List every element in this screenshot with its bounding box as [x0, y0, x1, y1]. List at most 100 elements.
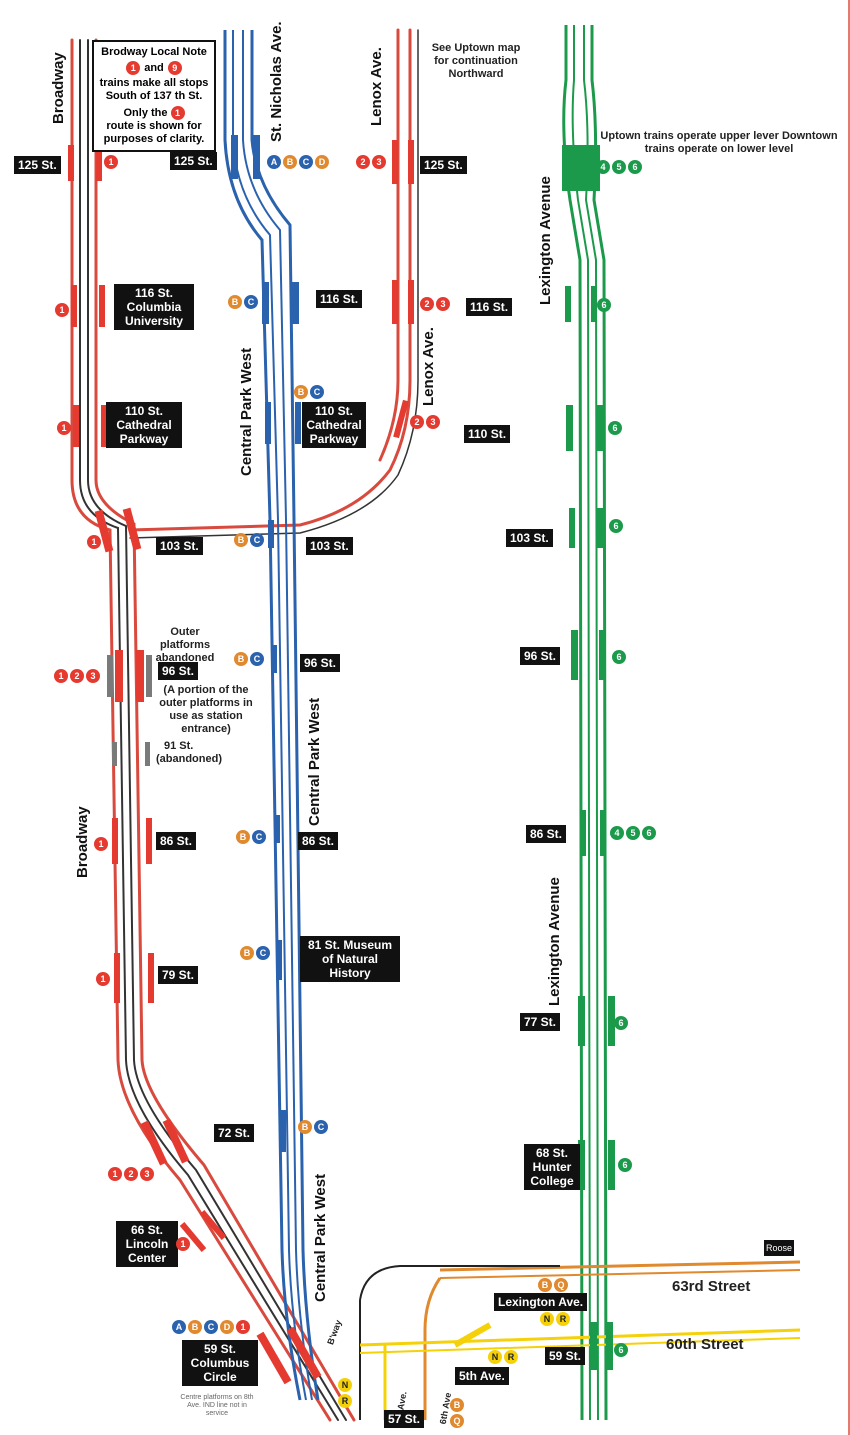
route-b-bullet: B [450, 1398, 464, 1412]
route-4-bullet: 4 [610, 826, 624, 840]
bullets-broadway-125: 1 [104, 155, 118, 169]
station-broadway-79: 79 St. [158, 966, 199, 984]
route-r-bullet: R [504, 1350, 518, 1364]
route-c-bullet: C [250, 533, 264, 547]
bullets-broadway-116: 1 [55, 303, 69, 317]
route-3-bullet: 3 [140, 1167, 154, 1181]
route-5-bullet: 5 [612, 160, 626, 174]
route-5-bullet: 5 [626, 826, 640, 840]
route-1-bullet: 1 [54, 669, 68, 683]
route-c-bullet: C [299, 155, 313, 169]
route-1-bullet: 1 [176, 1237, 190, 1251]
route-r-bullet: R [556, 1312, 570, 1326]
station-columbus-circle: 59 St. Columbus Circle [182, 1340, 258, 1386]
line-name-st-nicholas: St. Nicholas Ave. [268, 21, 285, 142]
note-and: and [144, 61, 164, 74]
line-name-63rd: 63rd Street [672, 1278, 751, 1295]
route-r-bullet: R [338, 1394, 352, 1408]
route-b-bullet: B [188, 1320, 202, 1334]
route-1-bullet: 1 [104, 155, 118, 169]
note-line-3: Only the [123, 106, 168, 119]
route-b-bullet: B [236, 830, 250, 844]
station-broadway-96: 96 St. [158, 662, 199, 680]
station-cpw-86: 86 St. [298, 832, 339, 850]
station-lex-68: 68 St. Hunter College [524, 1144, 580, 1190]
uptown-map-note: See Uptown map for continuation Northwar… [431, 42, 521, 80]
route-2-bullet: 2 [420, 297, 434, 311]
station-lex-59: 59 St. [545, 1347, 586, 1365]
note-line-4: route is shown for purposes of clarity. [103, 120, 205, 145]
route-6-bullet: 6 [614, 1343, 628, 1357]
bullets-broadway-110: 1 [57, 421, 71, 435]
route-c-bullet: C [244, 295, 258, 309]
bullets-stnicholas-125: A B C D [267, 155, 329, 169]
route-d-bullet: D [315, 155, 329, 169]
station-cpw-110: 110 St. Cathedral Parkway [302, 402, 366, 448]
route-c-bullet: C [250, 652, 264, 666]
route-q-bullet: Q [450, 1414, 464, 1428]
route-2-bullet: 2 [356, 155, 370, 169]
station-lenox-116: 116 St. [466, 298, 513, 316]
route-1-bullet: 1 [108, 1167, 122, 1181]
station-lex-86: 86 St. [526, 825, 567, 843]
route-6-bullet: 6 [614, 1016, 628, 1030]
station-cpw-103: 103 St. [306, 537, 353, 555]
line-name-lexington-mid: Lexington Avenue [546, 877, 563, 1006]
station-cpw-116: 116 St. [316, 290, 363, 308]
bullets-broadway-86: 1 [94, 837, 108, 851]
route-n-bullet: N [488, 1350, 502, 1364]
lex-platforms [565, 286, 615, 1370]
route-b-bullet: B [234, 652, 248, 666]
route-d-bullet: D [220, 1320, 234, 1334]
station-cpw-72: 72 St. [214, 1124, 255, 1142]
route-1-bullet-note: 1 [170, 106, 185, 120]
broadway-platforms [68, 140, 414, 1385]
route-6-bullet: 6 [618, 1158, 632, 1172]
station-broadway-103: 103 St. [156, 537, 203, 555]
route-b-bullet: B [298, 1120, 312, 1134]
station-cpw-96: 96 St. [300, 654, 341, 672]
broadway-local-note: Brodway Local Note 1 and 9 trains make a… [92, 40, 216, 152]
line-name-broadway-lower: Broadway [74, 806, 91, 878]
line-name-cpw-2: Central Park West [306, 697, 323, 826]
line-name-cpw-1: Central Park West [238, 347, 255, 476]
route-9-bullet: 9 [167, 61, 182, 75]
bullets-lex-59: 6 [614, 1343, 628, 1357]
route-c-bullet: C [256, 946, 270, 960]
bullets-broadway-66: 1 [176, 1237, 190, 1251]
route-b-bullet: B [283, 155, 297, 169]
station-fifth-ave: 5th Ave. [455, 1367, 509, 1385]
route-c-bullet: C [204, 1320, 218, 1334]
station-broadway-86: 86 St. [156, 832, 197, 850]
portion-platforms-note: (A portion of the outer platforms in use… [159, 684, 253, 735]
crosstown-tracks [359, 1260, 801, 1420]
note-line-2: trains make all stops South of 137 th St… [99, 77, 209, 102]
line-name-lenox-mid: Lenox Ave. [420, 327, 437, 406]
route-2-bullet: 2 [124, 1167, 138, 1181]
station-broadway-125: 125 St. [14, 156, 61, 174]
lex-levels-note: Uptown trains operate upper lever Downto… [600, 130, 838, 155]
bullets-lex-77: 6 [614, 1016, 628, 1030]
station-lex-77: 77 St. [520, 1013, 561, 1031]
route-c-bullet: C [314, 1120, 328, 1134]
line-name-60th: 60th Street [666, 1336, 744, 1353]
route-b-bullet: B [240, 946, 254, 960]
route-1-bullet: 1 [236, 1320, 250, 1334]
route-4-bullet: 4 [596, 160, 610, 174]
route-b-bullet: B [294, 385, 308, 399]
route-1-bullet: 1 [126, 61, 141, 75]
lexington-tracks [562, 25, 608, 1421]
bullets-lex-110: 6 [608, 421, 622, 435]
